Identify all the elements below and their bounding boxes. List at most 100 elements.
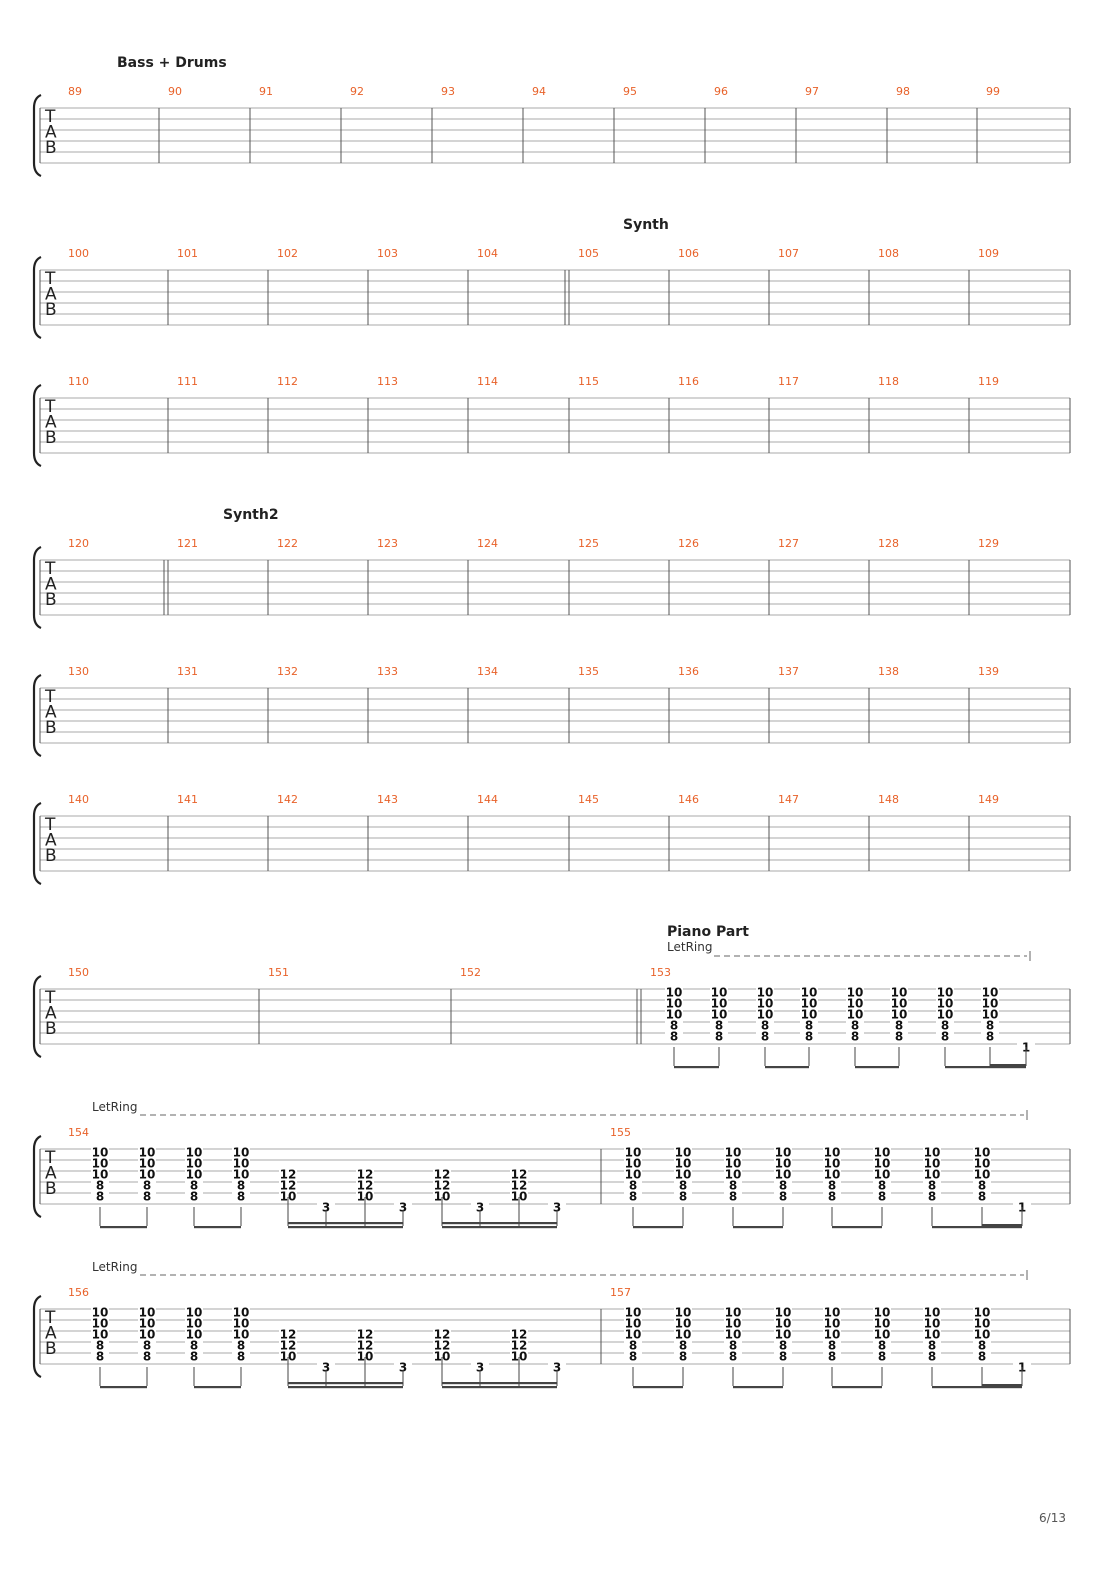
fret-number: 10 — [924, 1146, 941, 1160]
fret-bg — [232, 1190, 250, 1202]
measure-number: 94 — [532, 85, 546, 98]
fret-number: 10 — [891, 997, 908, 1011]
note-beam — [982, 1384, 1022, 1387]
fret-bg — [394, 1201, 412, 1213]
fret-number: 10 — [186, 1306, 203, 1320]
note-beam — [288, 1382, 403, 1385]
fret-bg — [356, 1339, 374, 1351]
fret-number: 8 — [928, 1179, 936, 1193]
fret-number: 10 — [775, 1317, 792, 1331]
fret-number: 10 — [434, 1350, 451, 1364]
fret-bg — [710, 1019, 728, 1031]
system-bracket — [32, 974, 42, 1059]
measure-number: 123 — [377, 537, 398, 550]
fret-bg — [936, 1019, 954, 1031]
fret-bg — [846, 1030, 864, 1042]
fret-number: 8 — [986, 1019, 994, 1033]
fret-bg — [138, 1328, 156, 1340]
measure-number: 114 — [477, 375, 498, 388]
fret-bg — [232, 1157, 250, 1169]
fret-bg — [674, 1339, 692, 1351]
measure-number: 131 — [177, 665, 198, 678]
fret-number: 10 — [139, 1306, 156, 1320]
note-beam — [194, 1386, 241, 1389]
note-beam — [765, 1066, 809, 1069]
fret-bg — [674, 1190, 692, 1202]
measure-number: 138 — [878, 665, 899, 678]
fret-bg — [800, 986, 818, 998]
section-label: Piano Part — [667, 924, 749, 940]
fret-number: 12 — [511, 1179, 528, 1193]
fret-bg — [873, 1350, 891, 1362]
fret-bg — [890, 986, 908, 998]
fret-number: 12 — [357, 1328, 374, 1342]
fret-bg — [873, 1146, 891, 1158]
tab-clef-letter: T — [44, 687, 56, 707]
tab-clef-letter: A — [45, 575, 57, 595]
fret-bg — [936, 997, 954, 1009]
fret-bg — [185, 1317, 203, 1329]
fret-bg — [91, 1306, 109, 1318]
fret-bg — [279, 1350, 297, 1362]
fret-bg — [433, 1350, 451, 1362]
fret-number: 10 — [874, 1168, 891, 1182]
fret-number: 10 — [974, 1146, 991, 1160]
fret-number: 10 — [280, 1350, 297, 1364]
fret-bg — [624, 1350, 642, 1362]
fret-bg — [823, 1146, 841, 1158]
note-beam — [832, 1226, 882, 1229]
fret-number: 12 — [280, 1179, 297, 1193]
measure-number: 106 — [678, 247, 699, 260]
fret-bg — [433, 1190, 451, 1202]
fret-bg — [873, 1317, 891, 1329]
fret-number: 10 — [924, 1328, 941, 1342]
fret-number: 10 — [982, 997, 999, 1011]
fret-number: 8 — [928, 1190, 936, 1204]
note-beam — [100, 1226, 147, 1229]
tab-clef-letter: B — [45, 846, 57, 866]
fret-bg — [774, 1168, 792, 1180]
fret-number: 8 — [96, 1190, 104, 1204]
fret-bg — [433, 1168, 451, 1180]
tab-clef-letter: A — [45, 123, 57, 143]
fret-bg — [923, 1339, 941, 1351]
note-beam — [288, 1386, 403, 1389]
measure-number: 155 — [610, 1126, 631, 1139]
fret-bg — [232, 1328, 250, 1340]
measure-number: 132 — [277, 665, 298, 678]
fret-bg — [724, 1339, 742, 1351]
fret-bg — [674, 1306, 692, 1318]
fret-number: 10 — [891, 986, 908, 1000]
measure-number: 99 — [986, 85, 1000, 98]
measure-number: 129 — [978, 537, 999, 550]
system-bracket — [32, 1294, 42, 1379]
fret-number: 8 — [237, 1350, 245, 1364]
fret-bg — [724, 1306, 742, 1318]
fret-number: 8 — [779, 1350, 787, 1364]
fret-number: 10 — [139, 1146, 156, 1160]
fret-number: 12 — [434, 1179, 451, 1193]
fret-bg — [91, 1350, 109, 1362]
system-bracket — [32, 383, 42, 468]
fret-bg — [873, 1328, 891, 1340]
fret-number: 10 — [139, 1317, 156, 1331]
fret-number: 8 — [143, 1339, 151, 1353]
fret-number: 8 — [143, 1190, 151, 1204]
fret-number: 10 — [92, 1168, 109, 1182]
fret-number: 8 — [729, 1339, 737, 1353]
fret-number: 10 — [139, 1157, 156, 1171]
fret-bg — [91, 1157, 109, 1169]
fret-number: 8 — [978, 1179, 986, 1193]
fret-bg — [800, 1030, 818, 1042]
measure-number: 151 — [268, 966, 289, 979]
fret-bg — [433, 1179, 451, 1191]
fret-number: 10 — [924, 1157, 941, 1171]
fret-bg — [890, 1008, 908, 1020]
fret-bg — [800, 1008, 818, 1020]
fret-bg — [665, 1008, 683, 1020]
fret-number: 10 — [666, 997, 683, 1011]
fret-bg — [317, 1201, 335, 1213]
fret-bg — [724, 1317, 742, 1329]
fret-number: 12 — [280, 1339, 297, 1353]
